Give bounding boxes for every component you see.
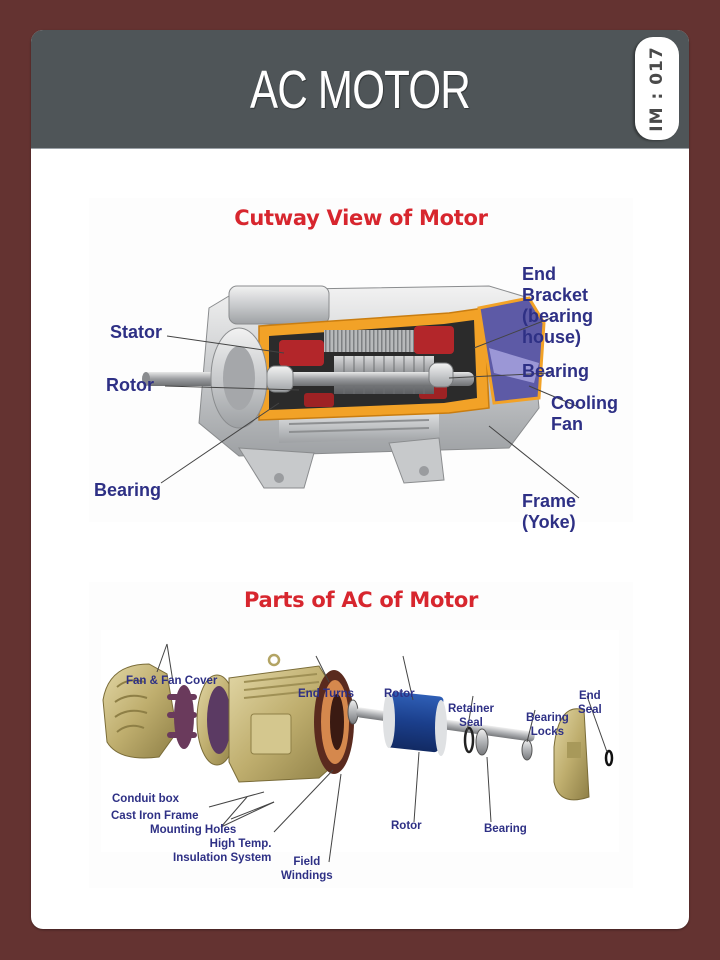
label-frame-yoke: Frame (Yoke) — [522, 491, 577, 532]
label-field-windings: Field Windings — [281, 856, 333, 882]
label-retainer-seal: Retainer Seal — [448, 703, 495, 729]
label-bearing-right: Bearing — [522, 361, 590, 381]
label-rotor-bottom: Rotor — [391, 820, 422, 832]
exploded-motor-illustration — [101, 630, 619, 863]
label-rotor-top: Rotor — [384, 688, 415, 700]
label-conduit-box: Conduit box — [112, 793, 180, 805]
parts-title: Parts of AC of Motor — [243, 588, 479, 612]
cutaway-motor-illustration — [142, 285, 582, 499]
label-end-turns: End Turns — [298, 688, 355, 700]
page-title: AC MOTOR — [250, 60, 471, 120]
cutaway-diagram: Cutway View of Motor — [89, 198, 633, 532]
label-cast-iron-frame: Cast Iron Frame — [111, 810, 199, 822]
label-insulation-system: High Temp. Insulation System — [173, 838, 272, 864]
header-bar: AC MOTOR IM : 017 — [31, 30, 689, 149]
label-end-seal: End Seal — [578, 690, 602, 716]
label-mounting-holes: Mounting Holes — [150, 824, 237, 836]
label-bearing-locks: Bearing Locks — [526, 712, 569, 738]
label-bearing-left: Bearing — [94, 480, 162, 500]
badge-text: IM : 017 — [647, 45, 667, 132]
label-rotor: Rotor — [106, 375, 154, 395]
label-bearing: Bearing — [484, 823, 527, 835]
id-badge: IM : 017 — [635, 37, 679, 140]
parts-diagram: Parts of AC of Motor — [89, 582, 633, 888]
cutaway-title: Cutway View of Motor — [234, 206, 488, 230]
label-fan-cover: Fan & Fan Cover — [126, 675, 218, 687]
info-card: AC MOTOR IM : 017 Cutway View of Motor — [31, 30, 689, 929]
label-stator: Stator — [110, 322, 163, 342]
label-cooling-fan: Cooling Fan — [551, 393, 618, 434]
label-end-bracket: End Bracket (bearing house) — [522, 264, 594, 347]
